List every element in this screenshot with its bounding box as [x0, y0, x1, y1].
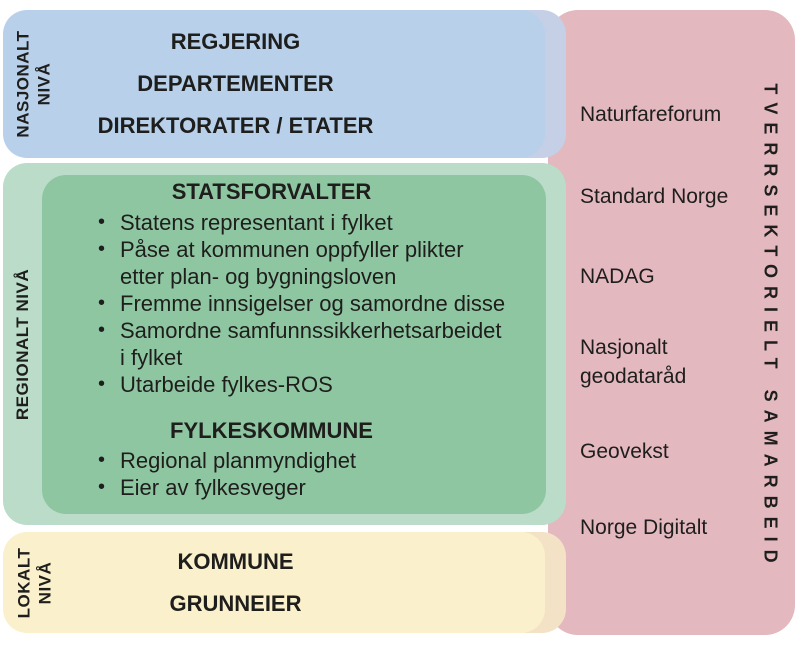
statsforvalter-bullet: Samordne samfunnssikkerhetsarbeidet i fy…	[58, 317, 508, 371]
national-level-box: NASJONALT NIVÅ REGJERING DEPARTEMENTER D…	[3, 10, 545, 158]
national-item-direktorater-etater: DIREKTORATER / ETATER	[97, 113, 374, 138]
regional-level-label-container: REGIONALT NIVÅ	[3, 163, 43, 525]
cross-sector-title: TVERRSEKTORIELT SAMARBEID	[760, 83, 781, 571]
local-level-box: LOKALT NIVÅ KOMMUNE GRUNNEIER	[3, 532, 545, 633]
local-item-grunneier: GRUNNEIER	[169, 590, 302, 616]
national-level-items: REGJERING DEPARTEMENTER DIREKTORATER / E…	[48, 10, 423, 158]
national-item-regjering: REGJERING	[170, 29, 301, 54]
cross-sector-item-naturfareforum: Naturfareforum	[580, 103, 722, 126]
local-level-items: KOMMUNE GRUNNEIER	[48, 532, 423, 633]
fylkeskommune-bullet: Regional planmyndighet	[58, 447, 508, 474]
statsforvalter-bullet-list: Statens representant i fylket Påse at ko…	[58, 209, 508, 398]
national-item-departementer: DEPARTEMENTER	[137, 71, 334, 96]
statsforvalter-bullet: Utarbeide fylkes-ROS	[58, 371, 508, 398]
cross-sector-item-geovekst: Geovekst	[580, 440, 669, 463]
statsforvalter-bullet: Statens representant i fylket	[58, 209, 508, 236]
statsforvalter-bullet: Fremme innsigelser og samordne disse	[58, 290, 508, 317]
fylkeskommune-title: FYLKESKOMMUNE	[170, 418, 373, 443]
statsforvalter-bullet: Påse at kommunen oppfyller plikter etter…	[58, 236, 508, 290]
statsforvalter-title: STATSFORVALTER	[171, 179, 372, 204]
local-item-kommune: KOMMUNE	[177, 548, 294, 574]
regional-level-box: REGIONALT NIVÅ STATSFORVALTER Statens re…	[3, 163, 546, 525]
cross-sector-item-nadag: NADAG	[580, 265, 655, 288]
cross-sector-item-standard-norge: Standard Norge	[580, 185, 729, 208]
cross-sector-panel	[548, 10, 795, 635]
fylkeskommune-bullet: Eier av fylkesveger	[58, 474, 508, 501]
fylkeskommune-bullet-list: Regional planmyndighet Eier av fylkesveg…	[58, 447, 508, 501]
regional-level-label: REGIONALT NIVÅ	[13, 268, 33, 420]
cross-sector-item-nasjonalt-geodatarad: Nasjonalt geodataråd	[580, 336, 687, 388]
regional-inner-box: STATSFORVALTER Statens representant i fy…	[42, 175, 546, 514]
cross-sector-item-norge-digitalt: Norge Digitalt	[580, 516, 708, 539]
